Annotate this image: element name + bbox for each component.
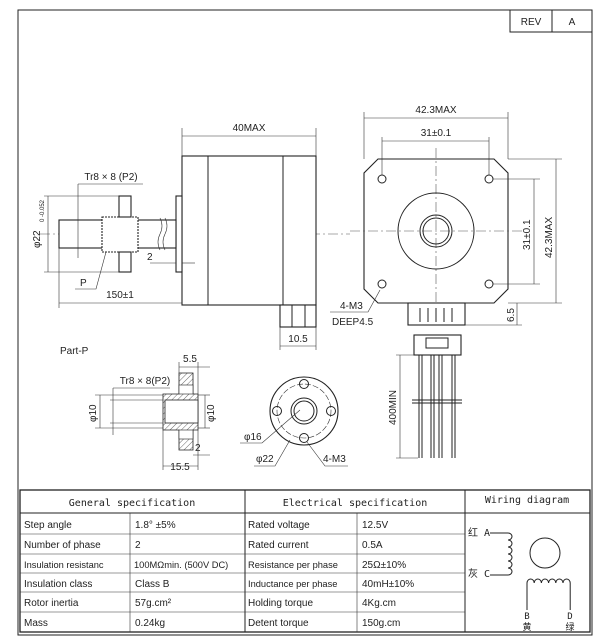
- lead-length-dimension: 400MIN: [388, 390, 399, 425]
- nut-label: P: [80, 278, 87, 289]
- title-block: REV A: [509, 9, 593, 33]
- spec-value: 12.5V: [362, 520, 388, 531]
- lead-wires: [412, 355, 462, 458]
- wiring-diagram-header: Wiring diagram: [485, 495, 569, 506]
- motor-flange: [175, 195, 183, 273]
- spec-label: Detent torque: [248, 618, 309, 629]
- flange-thickness: 5.5: [183, 354, 197, 365]
- coil-bd: [526, 578, 571, 610]
- spec-label: Inductance per phase: [248, 579, 337, 589]
- wiring-diagram: 红 A 灰 C B 黄 D 绿: [468, 526, 575, 633]
- holes-label: 4-M3: [340, 301, 363, 312]
- boss-circle: [397, 192, 475, 270]
- spec-value: 150g.cm: [362, 618, 400, 629]
- coil-ac: [490, 532, 513, 576]
- shaft-length-dimension: 150±1: [106, 290, 134, 301]
- spec-table: General specification Electrical specifi…: [19, 489, 591, 633]
- rev-label: REV: [521, 17, 542, 28]
- rotor-circle: [529, 537, 561, 569]
- hole-spacing-h: 31±0.1: [421, 128, 452, 139]
- spec-label: Mass: [24, 618, 48, 629]
- part-p-thread: Tr8 × 8(P2): [120, 376, 170, 387]
- diameter-tolerance: 0 -0.052: [40, 199, 46, 222]
- width-dimension: 42.3MAX: [415, 105, 456, 116]
- spec-value: 0.5A: [362, 540, 383, 551]
- part-p-title: Part-P: [60, 346, 89, 357]
- left-diameter: φ10: [88, 404, 99, 422]
- spec-label: Step angle: [24, 520, 72, 531]
- wire-a-label: 红 A: [468, 526, 490, 539]
- general-spec-rows: Step angle 1.8° ±5% Number of phase 2 In…: [24, 520, 228, 629]
- spec-value: 100MΩmin. (500V DC): [134, 560, 228, 570]
- length-dimension: 40MAX: [233, 123, 266, 134]
- spec-label: Rated current: [248, 540, 309, 551]
- part-p-length: 15.5: [170, 462, 190, 473]
- spec-label: Insulation resistanc: [24, 560, 104, 570]
- spec-label: Number of phase: [24, 540, 101, 551]
- wire-c-label: 灰 C: [468, 567, 490, 580]
- nut-hub: [101, 216, 139, 253]
- spec-value: Class B: [135, 579, 170, 590]
- spec-label: Holding torque: [248, 598, 313, 609]
- break-mark: [157, 217, 168, 251]
- flange-diameter: φ22: [256, 454, 274, 465]
- right-diameter: φ10: [206, 404, 217, 422]
- wire-b-color: 黄: [522, 621, 531, 633]
- motor-body: [181, 155, 317, 306]
- height-dimension: 42.3MAX: [544, 217, 555, 258]
- spec-value: 2: [135, 540, 141, 551]
- drawing-frame: [17, 9, 593, 636]
- wire-b-label: B: [524, 612, 529, 622]
- spec-value: 57g.cm²: [135, 598, 172, 609]
- spec-value: 1.8° ±5%: [135, 520, 176, 531]
- spec-value: 25Ω±10%: [362, 560, 406, 571]
- spec-value: 4Kg.cm: [362, 598, 396, 609]
- electrical-spec-header: Electrical specification: [283, 498, 428, 509]
- bolt-circle-diameter: φ16: [244, 432, 262, 443]
- spec-value: 40mH±10%: [362, 579, 414, 590]
- electrical-spec-rows: Rated voltage 12.5V Rated current 0.5A R…: [248, 520, 414, 629]
- spec-value: 0.24kg: [135, 618, 165, 629]
- connector: [279, 304, 317, 328]
- diameter-dimension: φ22: [32, 230, 43, 248]
- nut-flange-front: [269, 376, 339, 446]
- part-p-holes: 4-M3: [323, 454, 346, 465]
- front-view: 42.3MAX 31±0.1 31±0.1 42.3MAX 6.5 4-M3 D…: [330, 105, 562, 459]
- spec-label: Rated voltage: [248, 520, 310, 531]
- wire-d-color: 绿: [565, 621, 574, 633]
- side-view: 40MAX Tr8 × 8 (P2) φ22 0 -0.052 2 P 150±…: [32, 123, 350, 350]
- holes-depth-label: DEEP4.5: [332, 317, 374, 328]
- rev-value: A: [569, 17, 576, 28]
- thread-spec: Tr8 × 8 (P2): [84, 172, 137, 183]
- spec-label: Insulation class: [24, 579, 92, 590]
- hole-spacing-v: 31±0.1: [522, 219, 533, 250]
- spec-label: Rotor inertia: [24, 598, 79, 609]
- connector-width-dimension: 10.5: [288, 334, 308, 345]
- general-spec-header: General specification: [69, 498, 195, 509]
- wire-d-label: D: [567, 612, 572, 622]
- spec-label: Resistance per phase: [248, 560, 338, 570]
- gap-dimension: 2: [147, 252, 153, 263]
- connector-height-dimension: 6.5: [506, 308, 517, 322]
- part-p-detail: Part-P φ10 φ10 5.5 Tr8 × 8(P2) 2 15.5: [60, 346, 348, 473]
